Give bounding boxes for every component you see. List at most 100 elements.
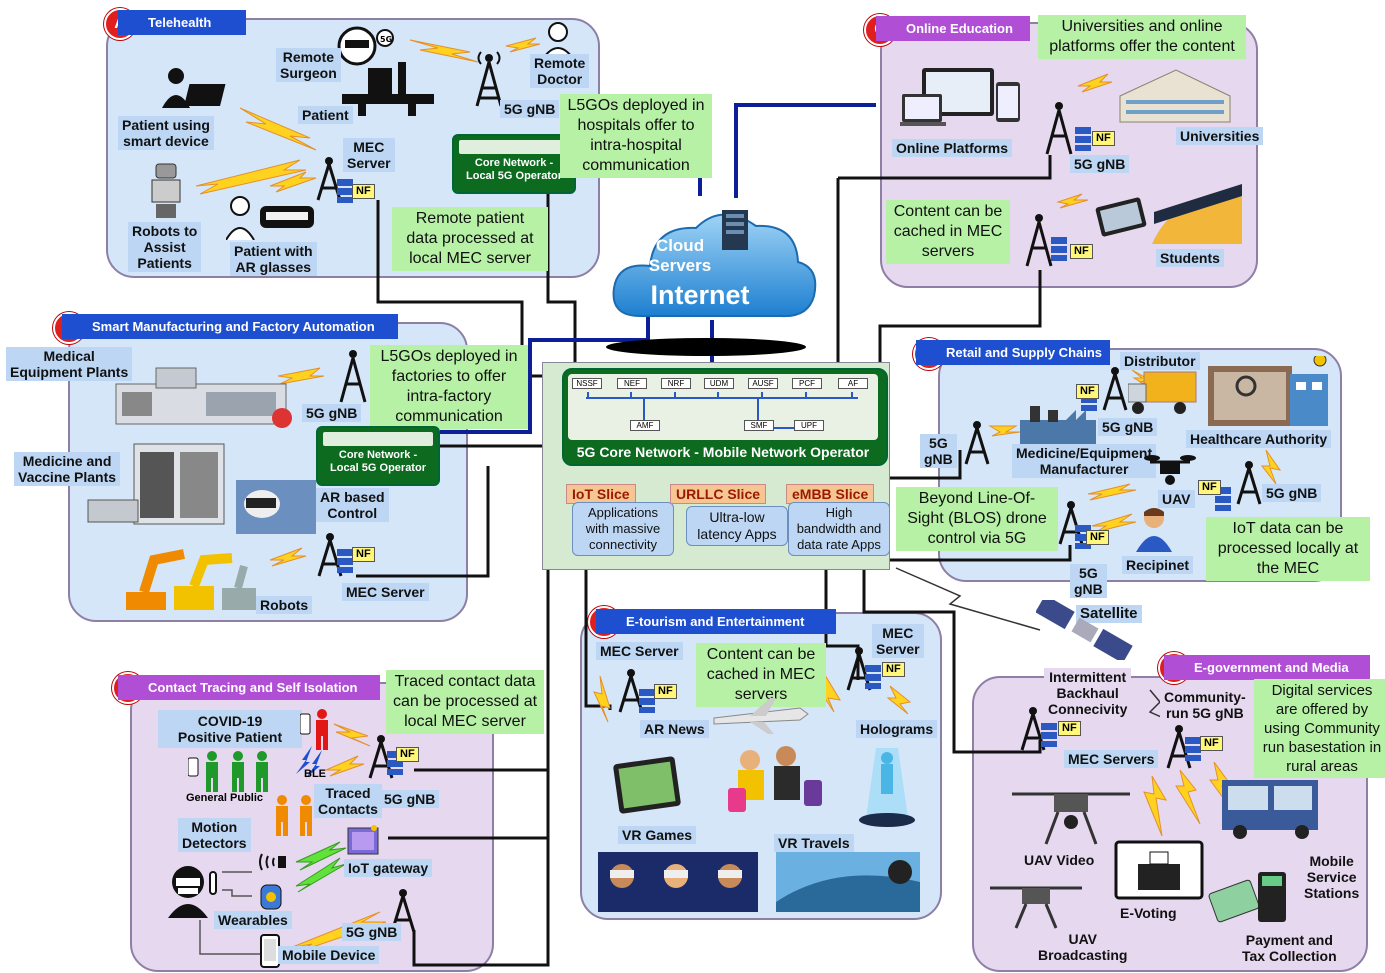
robots-label: Robots xyxy=(256,596,313,614)
core-nf-amf[interactable]: AMF xyxy=(630,420,660,431)
tourism-nf-badge: NF xyxy=(654,684,677,699)
edu-tower-icon xyxy=(1045,102,1073,155)
edu-gnb-label: 5G gNB xyxy=(1070,155,1130,173)
urllc-slice[interactable]: URLLC Slice xyxy=(670,484,767,504)
egov-nf2-badge: NF xyxy=(1200,736,1223,751)
tourism-tower2-icon xyxy=(846,647,872,691)
retail-tower-left-icon xyxy=(964,421,990,465)
ar-glasses-icon xyxy=(226,196,314,240)
core-network-local-factory[interactable]: Core Network - Local 5G Operator xyxy=(316,426,440,486)
traced-contacts-label: Traced Contacts xyxy=(314,784,382,818)
covid-patient-icon xyxy=(300,709,328,750)
telehealth-header: Telehealth xyxy=(118,10,246,35)
uav-broadcasting-label: UAV Broadcasting xyxy=(1034,930,1132,964)
healthcare-authority-label: Healthcare Authority xyxy=(1186,430,1332,448)
edu-server-icon xyxy=(1075,127,1091,151)
manufacturer-label: Medicine/Equipment Manufacturer xyxy=(1012,444,1157,478)
service-van-icon xyxy=(1222,780,1318,839)
mfg-mec-tower-icon xyxy=(317,533,343,577)
medical-plant-icon xyxy=(115,367,292,428)
mobile-device-icon xyxy=(260,934,280,968)
note-l5go-hospital: L5GOs deployed in hospitals offer to int… xyxy=(560,94,712,178)
university-icon xyxy=(1119,69,1231,123)
note-remote-patient: Remote patient data processed at local M… xyxy=(392,207,548,271)
note-traced-contact: Traced contact data can be processed at … xyxy=(386,670,544,734)
warehouse-icon xyxy=(1208,356,1328,426)
tower-icon xyxy=(475,51,503,107)
core-nf-pcf[interactable]: PCF xyxy=(792,378,822,389)
core-nf-smf[interactable]: SMF xyxy=(744,420,774,431)
line-tracing-core xyxy=(412,568,550,967)
students-label: Students xyxy=(1156,249,1224,267)
core-nf-nssf[interactable]: NSSF xyxy=(572,378,602,389)
core-bus-lines xyxy=(586,392,858,429)
line-tourism-core xyxy=(584,568,612,710)
tracing-gnb2-label: 5G gNB xyxy=(342,923,402,941)
payment-icon xyxy=(1208,872,1286,923)
students-icon xyxy=(1095,184,1242,244)
ar-control-label: AR based Control xyxy=(316,488,389,522)
line-mec-manufacturing xyxy=(356,466,490,578)
holograms-label: Holograms xyxy=(856,720,938,738)
embb-slice[interactable]: eMBB Slice xyxy=(786,484,875,504)
tracing-header: Contact Tracing and Self Isolation xyxy=(118,675,380,700)
line-cloud-education xyxy=(734,103,876,198)
tourism-header: E-tourism and Entertainment xyxy=(596,609,836,634)
distributor-label: Distributor xyxy=(1120,352,1200,370)
industrial-robots-icon xyxy=(126,549,256,610)
note-universities: Universities and online platforms offer … xyxy=(1038,15,1246,59)
note-digital-services: Digital services are offered by using Co… xyxy=(1254,679,1385,778)
remote-surgeon-label: Remote Surgeon xyxy=(276,48,341,82)
embb-slice-apps: High bandwidth and data rate Apps xyxy=(788,502,890,556)
core-network-local-hospital[interactable]: Core Network - Local 5G Operator xyxy=(452,134,576,194)
core-strip xyxy=(459,140,569,154)
backhaul-label: Intermittent Backhaul Connecivity xyxy=(1044,668,1132,718)
recipient-icon xyxy=(1136,508,1172,552)
retail-gnb-left-label: 5G gNB xyxy=(920,434,957,468)
patient-smart-label: Patient using smart device xyxy=(118,116,214,150)
core-nf-nrf[interactable]: NRF xyxy=(661,378,691,389)
urllc-slice-apps: Ultra-low latency Apps xyxy=(686,506,788,546)
factory-icon xyxy=(1020,406,1096,446)
truck-icon xyxy=(1128,371,1197,414)
mfg-tower-icon xyxy=(339,350,367,403)
note-iot-mec: IoT data can be processed locally at the… xyxy=(1206,517,1370,581)
tourism-server2-icon xyxy=(865,665,881,689)
core-nf-af[interactable]: AF xyxy=(838,378,868,389)
online-platforms-label: Online Platforms xyxy=(892,139,1013,157)
core-nf-ausf[interactable]: AUSF xyxy=(748,378,778,389)
note-edu-cache: Content can be cached in MEC servers xyxy=(886,200,1010,264)
mobile-stations-label: Mobile Service Stations xyxy=(1300,852,1364,902)
uav-label: UAV xyxy=(1158,490,1195,508)
vr-users-icon xyxy=(598,852,758,912)
telehealth-gnb-label: 5G gNB xyxy=(500,100,560,118)
internet-label: Internet xyxy=(650,280,750,310)
iot-slice[interactable]: IoT Slice xyxy=(566,484,636,504)
core-nf-upf[interactable]: UPF xyxy=(794,420,824,431)
general-public-icon xyxy=(188,751,268,792)
core-local-factory-label: Core Network - Local 5G Operator xyxy=(330,449,426,474)
line-egov-core xyxy=(862,568,1042,754)
motion-detectors-label: Motion Detectors xyxy=(178,818,251,852)
satellite-icon xyxy=(1036,600,1133,660)
mfg-gnb-label: 5G gNB xyxy=(302,404,362,422)
retail-nf-badge: NF xyxy=(1076,384,1099,399)
vr-games-label: VR Games xyxy=(618,826,697,844)
core-nf-udm[interactable]: UDM xyxy=(704,378,734,389)
tourism-mec-server2-label: MEC Server xyxy=(872,624,924,658)
remote-doctor-label: Remote Doctor xyxy=(530,54,590,88)
uav-icon xyxy=(1144,455,1196,485)
smart-device-icon xyxy=(162,68,226,108)
uav-video-icon xyxy=(1012,792,1130,845)
medicine-plant-icon xyxy=(87,443,225,525)
retail-gnb-right-label: 5G gNB xyxy=(1262,484,1322,502)
core-nf-nef[interactable]: NEF xyxy=(617,378,647,389)
note-tourism-cache: Content can be cached in MEC servers xyxy=(696,643,826,707)
egov-nf-badge: NF xyxy=(1058,721,1081,736)
ar-glasses-label: Patient with AR glasses xyxy=(230,242,317,276)
cloud-shadow xyxy=(606,338,806,356)
patient-label: Patient xyxy=(298,106,353,124)
retail-server-right-icon xyxy=(1215,487,1231,511)
hologram-icon xyxy=(859,748,915,827)
